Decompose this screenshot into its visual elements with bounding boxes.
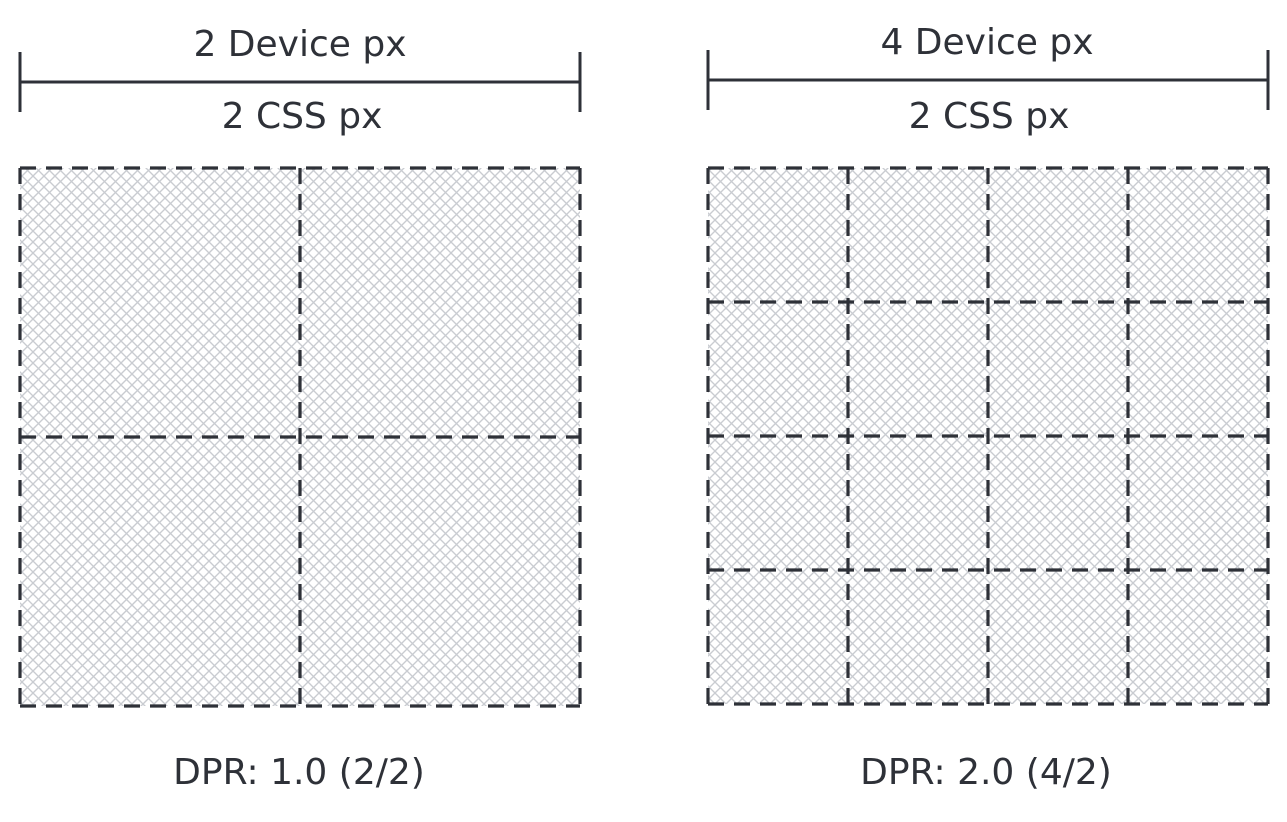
dpr-label: DPR: 2.0 (4/2) (860, 752, 1112, 793)
device-px-label: 2 Device px (193, 24, 406, 65)
grid-lines (18, 166, 582, 708)
css-px-label: 2 CSS px (909, 96, 1070, 137)
dimension-bracket (18, 52, 582, 112)
dpr-label: DPR: 1.0 (2/2) (173, 752, 425, 793)
device-px-label: 4 Device px (880, 22, 1093, 63)
dimension-bracket (706, 50, 1270, 110)
css-px-label: 2 CSS px (222, 96, 383, 137)
pixel-grid-2x2 (18, 166, 582, 708)
grid-lines (706, 166, 1270, 706)
panel-dpr-1: 2 Device px 2 CSS px DPR: 1.0 (2/2) (18, 24, 582, 793)
pixel-grid-4x4 (706, 166, 1270, 706)
panel-dpr-2: 4 Device px 2 CSS px DPR: 2.0 (4/2) (706, 22, 1270, 793)
